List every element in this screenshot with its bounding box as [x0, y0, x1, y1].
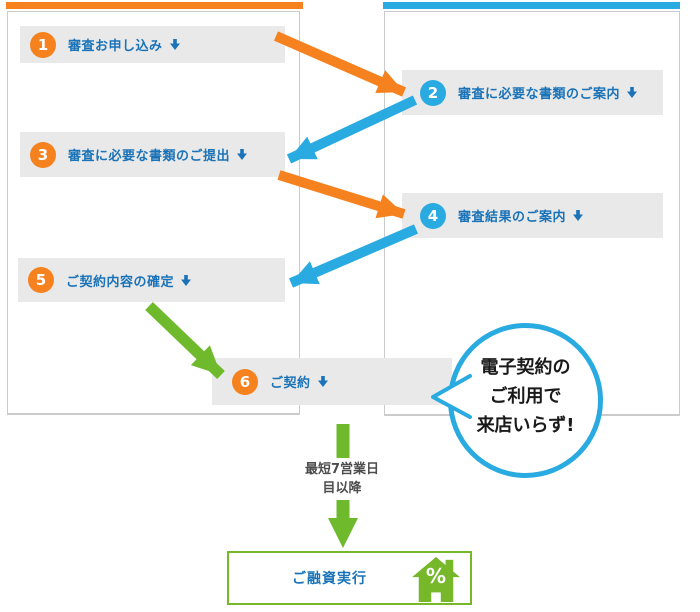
step-6-contract[interactable]: 6 ご契約 [212, 358, 452, 405]
loan-execution-label: ご融資実行 [292, 571, 367, 587]
step-4-result-notice[interactable]: 4 審査結果のご案内 [402, 193, 663, 238]
step-number-badge: 1 [30, 31, 56, 58]
right-column-accent-bar [383, 2, 680, 9]
step-label: ご契約 [270, 376, 311, 391]
timeline-note: 最短7営業日 目以降 [272, 458, 412, 500]
down-arrow-icon [169, 39, 180, 50]
svg-text:%: % [426, 564, 446, 588]
step-number-badge: 4 [420, 202, 446, 229]
left-column [7, 11, 300, 415]
step-label: 審査お申し込み [68, 39, 163, 54]
step-number-badge: 6 [232, 368, 258, 395]
step-5-contract-confirm[interactable]: 5 ご契約内容の確定 [18, 258, 285, 302]
step-2-document-guide[interactable]: 2 審査に必要な書類のご案内 [402, 70, 663, 115]
speech-bubble-text: 電子契約の ご利用で 来店いらず! [476, 357, 575, 436]
step-label: 審査に必要な書類のご案内 [458, 87, 621, 102]
step-3-document-submit[interactable]: 3 審査に必要な書類のご提出 [20, 132, 285, 177]
down-arrow-icon [181, 274, 192, 286]
step-number-badge: 2 [420, 79, 446, 106]
step-label: 審査結果のご案内 [458, 210, 567, 225]
step-number-badge: 5 [28, 267, 54, 293]
loan-execution-box: ご融資実行 % [227, 551, 472, 605]
down-arrow-icon [627, 87, 638, 98]
step-label: 審査に必要な書類のご提出 [68, 149, 231, 164]
step-label: ご契約内容の確定 [66, 274, 175, 290]
down-arrow-icon [573, 210, 584, 221]
house-percent-icon: % [412, 556, 460, 602]
step-number-badge: 3 [30, 141, 56, 168]
left-column-accent-bar [6, 2, 303, 9]
step-1-application[interactable]: 1 審査お申し込み [20, 26, 285, 63]
down-arrow-icon [317, 376, 328, 387]
down-arrow-icon [237, 149, 248, 160]
